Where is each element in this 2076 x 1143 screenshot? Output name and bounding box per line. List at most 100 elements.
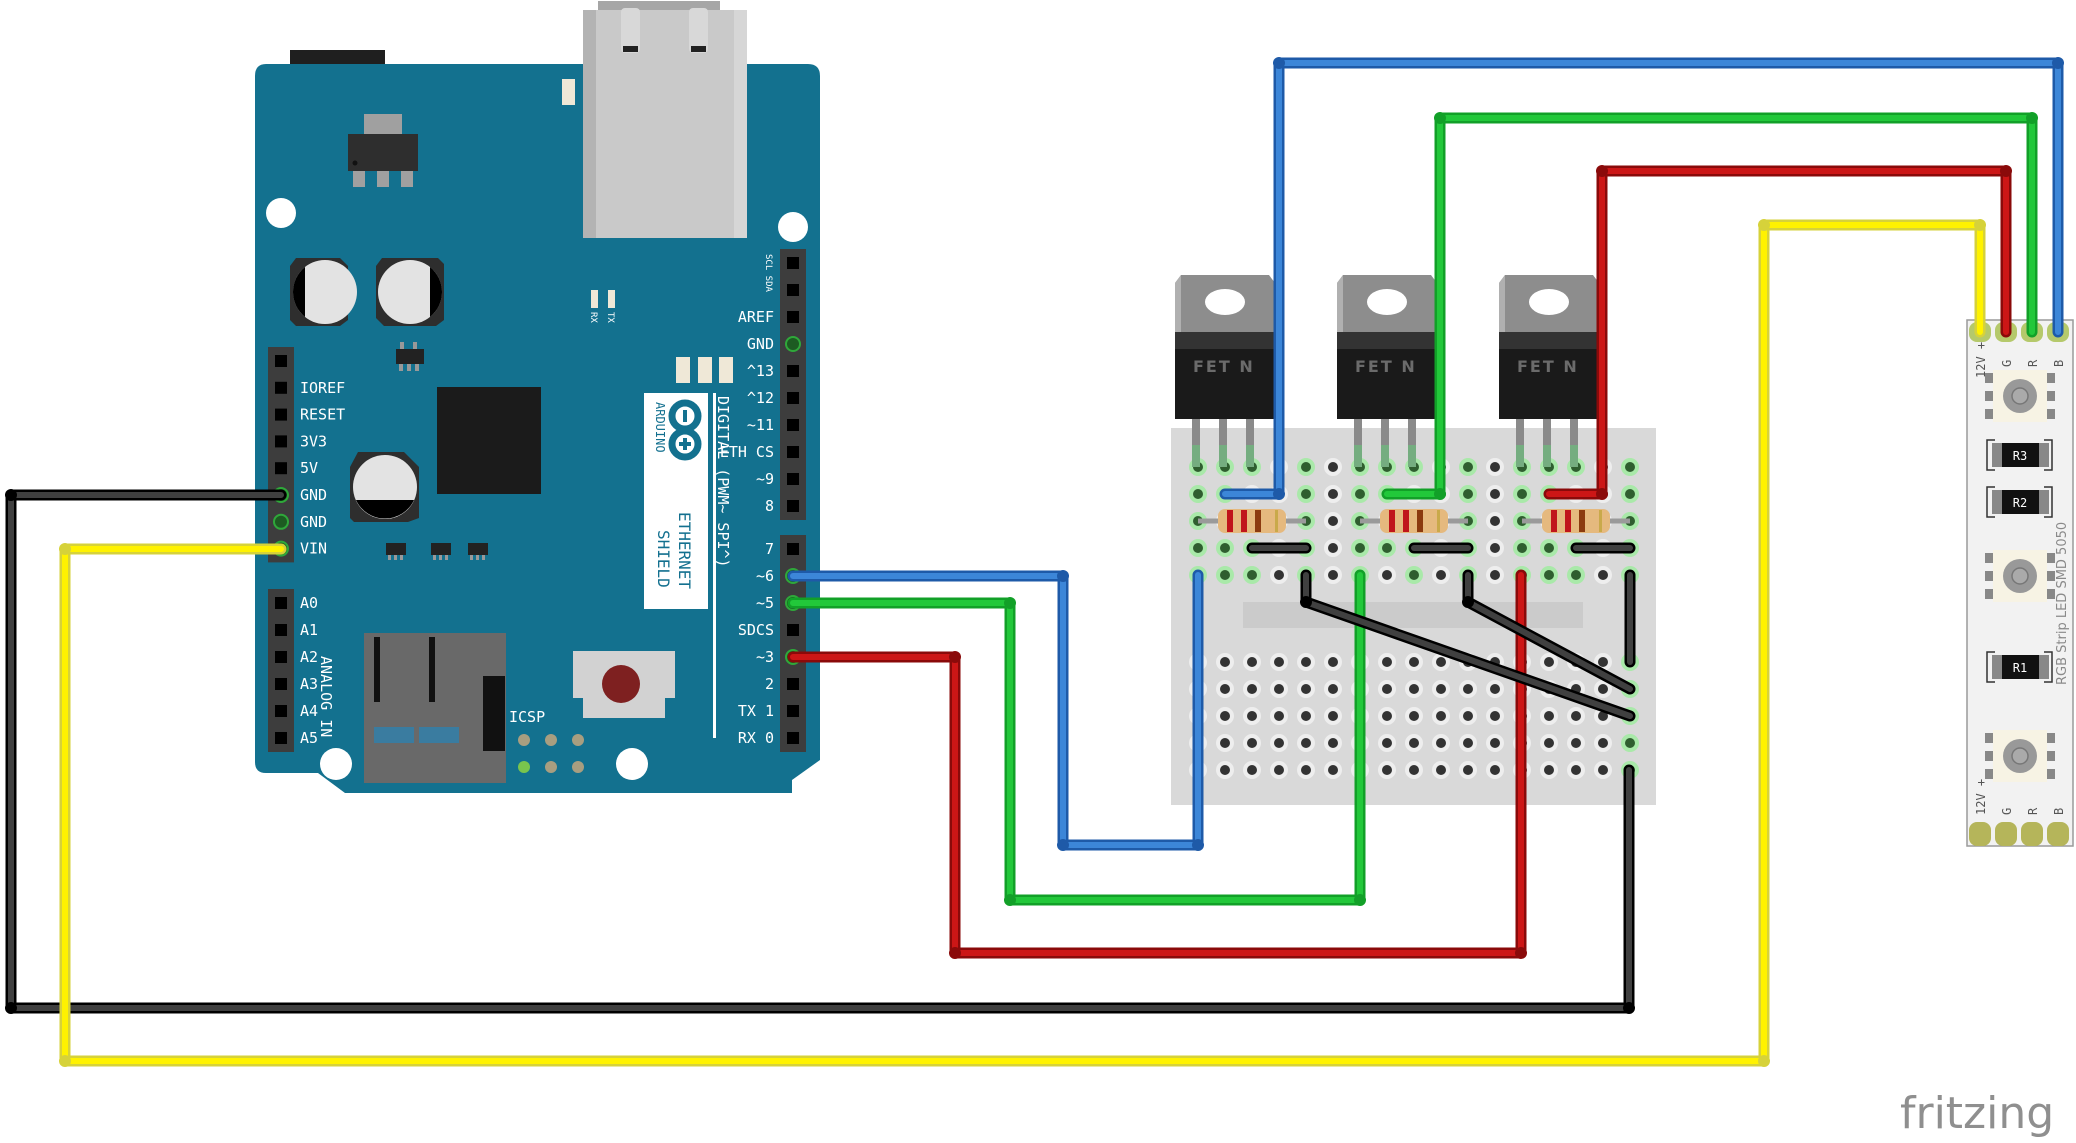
header-pin[interactable] [787, 257, 799, 269]
header-pin[interactable] [275, 678, 287, 690]
jumper-black-ground[interactable] [1300, 569, 1636, 722]
breadboard-hole[interactable] [1571, 738, 1581, 748]
breadboard-hole[interactable] [1274, 684, 1284, 694]
wire-red-pin3[interactable] [787, 569, 1527, 959]
wire-bendpoint[interactable] [1434, 112, 1446, 124]
wire-bendpoint[interactable] [1057, 570, 1069, 582]
wire-bendpoint[interactable] [1596, 488, 1608, 500]
breadboard-hole[interactable] [1193, 489, 1203, 499]
wire-bendpoint[interactable] [1004, 597, 1016, 609]
breadboard-hole[interactable] [1220, 738, 1230, 748]
header-pin[interactable] [275, 355, 287, 367]
wire-bendpoint[interactable] [1354, 894, 1366, 906]
header-pin[interactable] [273, 513, 289, 530]
breadboard-hole[interactable] [1463, 711, 1473, 721]
header-pin[interactable] [275, 651, 287, 663]
wire-black-gnd[interactable] [5, 489, 1635, 1014]
wire-bendpoint[interactable] [59, 1055, 71, 1067]
breadboard-hole[interactable] [1328, 765, 1338, 775]
breadboard-hole[interactable] [1517, 489, 1527, 499]
header-pin[interactable] [275, 705, 287, 717]
jumper-black-ground[interactable] [1462, 569, 1636, 695]
breadboard-hole[interactable] [1220, 657, 1230, 667]
breadboard-hole[interactable] [1409, 711, 1419, 721]
wire-bendpoint[interactable] [1623, 1002, 1635, 1014]
breadboard-hole[interactable] [1436, 684, 1446, 694]
strip-pad-bottom[interactable] [2021, 822, 2043, 846]
wire-bendpoint[interactable] [949, 651, 961, 663]
breadboard-hole[interactable] [1598, 570, 1608, 580]
mosfet-1[interactable]: FET N [1175, 275, 1275, 467]
breadboard-hole[interactable] [1436, 738, 1446, 748]
wire-green-pin5[interactable] [787, 569, 1366, 906]
breadboard-hole[interactable] [1436, 657, 1446, 667]
wire-bendpoint[interactable] [1273, 488, 1285, 500]
breadboard-hole[interactable] [1544, 765, 1554, 775]
breadboard-hole[interactable] [1625, 489, 1635, 499]
breadboard-hole[interactable] [1598, 684, 1608, 694]
breadboard-hole[interactable] [1571, 570, 1581, 580]
wire-bendpoint[interactable] [59, 543, 71, 555]
breadboard-hole[interactable] [1463, 489, 1473, 499]
breadboard-hole[interactable] [1355, 489, 1365, 499]
header-pin[interactable] [787, 732, 799, 744]
breadboard-hole[interactable] [1463, 738, 1473, 748]
breadboard-hole[interactable] [1463, 684, 1473, 694]
breadboard-hole[interactable] [1490, 765, 1500, 775]
breadboard-hole[interactable] [1301, 462, 1311, 472]
breadboard-hole[interactable] [1409, 570, 1419, 580]
wire-blue-drain[interactable] [1219, 57, 2064, 500]
breadboard-hole[interactable] [1301, 684, 1311, 694]
breadboard-hole[interactable] [1598, 657, 1608, 667]
wire-red-drain[interactable] [1543, 165, 2012, 500]
wire-bendpoint[interactable] [1300, 596, 1312, 608]
breadboard-hole[interactable] [1490, 462, 1500, 472]
wire-bendpoint[interactable] [1192, 839, 1204, 851]
rgb-led-strip[interactable]: 12V + G R B R3 R2 R1 RGB Strip LED SMD 5… [1966, 319, 2074, 847]
breadboard-hole[interactable] [1274, 570, 1284, 580]
wire-bendpoint[interactable] [2026, 112, 2038, 124]
breadboard-hole[interactable] [1328, 489, 1338, 499]
breadboard-hole[interactable] [1544, 711, 1554, 721]
breadboard-hole[interactable] [1328, 711, 1338, 721]
header-pin[interactable] [787, 473, 799, 485]
breadboard-hole[interactable] [1409, 738, 1419, 748]
strip-pad-bottom[interactable] [1995, 822, 2017, 846]
breadboard-hole[interactable] [1463, 765, 1473, 775]
breadboard-hole[interactable] [1598, 765, 1608, 775]
breadboard-hole[interactable] [1328, 543, 1338, 553]
breadboard-hole[interactable] [1382, 765, 1392, 775]
breadboard-hole[interactable] [1328, 462, 1338, 472]
wire-bendpoint[interactable] [949, 947, 961, 959]
breadboard-hole[interactable] [1517, 543, 1527, 553]
breadboard-hole[interactable] [1301, 738, 1311, 748]
header-pin[interactable] [787, 392, 799, 404]
breadboard-hole[interactable] [1247, 765, 1257, 775]
wire-bendpoint[interactable] [5, 489, 17, 501]
breadboard-hole[interactable] [1490, 684, 1500, 694]
breadboard-hole[interactable] [1274, 657, 1284, 667]
header-pin[interactable] [787, 419, 799, 431]
breadboard-hole[interactable] [1598, 738, 1608, 748]
header-pin[interactable] [787, 543, 799, 555]
breadboard-hole[interactable] [1193, 543, 1203, 553]
breadboard-hole[interactable] [1490, 516, 1500, 526]
mosfet-2[interactable]: FET N [1337, 275, 1437, 467]
mosfet-3[interactable]: FET N [1499, 275, 1599, 467]
breadboard-hole[interactable] [1328, 684, 1338, 694]
breadboard-hole[interactable] [1247, 711, 1257, 721]
reset-button[interactable] [573, 651, 675, 718]
breadboard-hole[interactable] [1409, 684, 1419, 694]
wire-yellow-vin[interactable] [59, 219, 1986, 1067]
breadboard-hole[interactable] [1571, 765, 1581, 775]
wire-bendpoint[interactable] [1004, 894, 1016, 906]
breadboard-hole[interactable] [1220, 684, 1230, 694]
wire-bendpoint[interactable] [1758, 1055, 1770, 1067]
breadboard-hole[interactable] [1220, 543, 1230, 553]
breadboard-hole[interactable] [1490, 738, 1500, 748]
breadboard-hole[interactable] [1247, 738, 1257, 748]
wire-bendpoint[interactable] [1596, 165, 1608, 177]
header-pin[interactable] [275, 381, 287, 394]
breadboard-hole[interactable] [1436, 570, 1446, 580]
wire-bendpoint[interactable] [1758, 219, 1770, 231]
